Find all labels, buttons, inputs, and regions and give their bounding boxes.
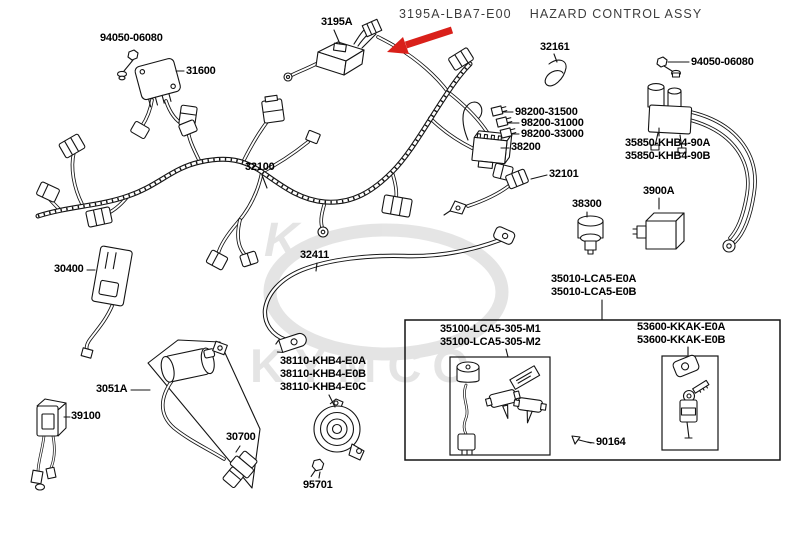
part-label-32411: 32411 (300, 249, 329, 261)
clip-band-drawing (544, 59, 567, 87)
connector (58, 133, 86, 159)
regulator-drawing (134, 58, 181, 108)
coil-assembly-drawing (147, 339, 261, 489)
part-label-38200: 38200 (511, 141, 541, 153)
part-label-32101: 32101 (549, 168, 579, 180)
main-harness-drawing (35, 35, 514, 271)
part-label-38110-khb4-e0c: 38110-KHB4-E0C (280, 381, 366, 393)
horn-drawing (313, 398, 365, 461)
connector (305, 129, 321, 145)
part-label-94050-06080-left: 94050-06080 (100, 32, 163, 44)
part-label-32161: 32161 (540, 41, 570, 53)
connector (178, 119, 198, 137)
part-label-98200-31000: 98200-31000 (521, 117, 584, 129)
sub-wire-drawing (443, 168, 529, 216)
part-label-35850-khb4-90b: 35850-KHB4-90B (625, 150, 711, 162)
connector (261, 94, 285, 124)
part-label-98200-33000: 98200-33000 (521, 128, 584, 140)
connector (85, 206, 113, 228)
part-label-38300: 38300 (572, 198, 602, 210)
part-label-35100-lca5-305-m2: 35100-LCA5-305-M2 (440, 336, 541, 348)
unit-3900a-drawing (632, 212, 685, 250)
part-label-53600-kkak-e0b: 53600-KKAK-E0B (637, 334, 726, 346)
part-label-3051a: 3051A (96, 383, 128, 395)
screw-drawing (571, 435, 592, 445)
part-label-35850-khb4-90a: 35850-KHB4-90A (625, 137, 711, 149)
title-assy-name: HAZARD CONTROL ASSY (529, 7, 703, 21)
connector (381, 194, 413, 218)
part-label-3900a: 3900A (643, 185, 675, 197)
part-label-95701: 95701 (303, 479, 333, 491)
connector (448, 47, 474, 71)
part-label-94050-06080-right: 94050-06080 (691, 56, 754, 68)
part-label-35010-lca5-e0b: 35010-LCA5-E0B (551, 286, 637, 298)
part-label-38110-khb4-e0b: 38110-KHB4-E0B (280, 368, 366, 380)
connector (205, 249, 229, 271)
suppressor-drawing (30, 398, 67, 491)
part-label-90164: 90164 (596, 436, 626, 448)
ignition-coil-drawing (160, 347, 216, 383)
part-label-30700: 30700 (226, 431, 256, 443)
leader-lines (63, 29, 690, 479)
bolt-icon (116, 49, 139, 81)
part-label-3195a: 3195A (321, 16, 353, 28)
connector (130, 120, 150, 140)
part-label-35010-lca5-e0a: 35010-LCA5-E0A (551, 273, 637, 285)
ground-cable-drawing (262, 226, 516, 353)
flasher-relay-drawing (577, 215, 604, 255)
label-sticker (509, 365, 541, 390)
lock-set-drawing (672, 354, 710, 439)
ignition-switch-box (449, 356, 551, 456)
bolt-icon (310, 458, 325, 477)
ring-terminal (317, 226, 329, 238)
red-arrow (387, 26, 454, 54)
ignition-switch-drawing (456, 361, 547, 455)
harness-trunk (35, 61, 473, 219)
connector (36, 181, 60, 203)
part-label-53600-kkak-e0a: 53600-KKAK-E0A (637, 321, 726, 333)
part-label-30400: 30400 (54, 263, 84, 275)
part-label-38110-khb4-e0a: 38110-KHB4-E0A (280, 355, 366, 367)
spark-plug-cap-drawing (222, 450, 258, 489)
part-label-32100: 32100 (245, 161, 275, 173)
title-part-number: 3195A-LBA7-E00 (399, 7, 512, 21)
bolt-icon (656, 56, 682, 78)
part-label-39100: 39100 (71, 410, 101, 422)
part-label-31600: 31600 (186, 65, 216, 77)
hazard-unit-drawing (283, 18, 383, 82)
connector (361, 18, 383, 38)
connector (239, 250, 259, 268)
kymco-logo-letter: K (264, 214, 302, 267)
starter-relay-drawing (647, 83, 757, 253)
part-label-35100-lca5-305-m1: 35100-LCA5-305-M1 (440, 323, 541, 335)
part-label-98200-31500: 98200-31500 (515, 106, 578, 118)
diagram-title: 3195A-LBA7-E00 HAZARD CONTROL ASSY (399, 7, 702, 21)
cdi-unit-drawing (80, 245, 133, 359)
